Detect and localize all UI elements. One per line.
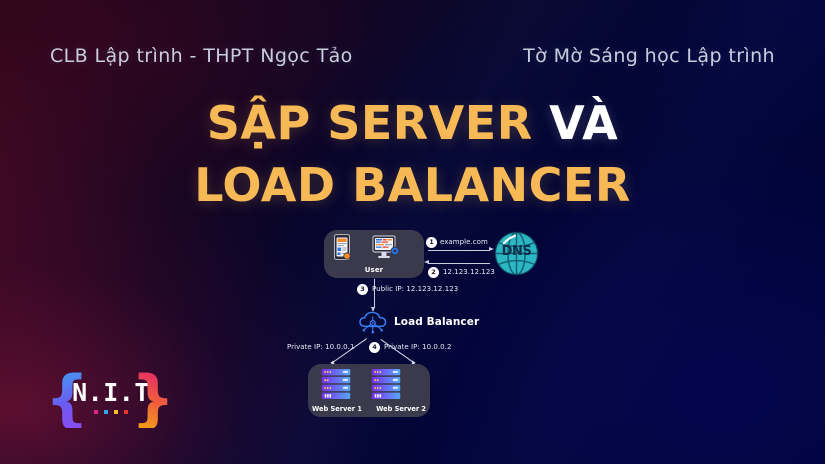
- server-rack-icon: [371, 369, 401, 399]
- arrow-user-to-lb-line: [373, 279, 375, 308]
- step-3-label: Public IP: 12.123.12.123: [372, 285, 459, 293]
- web-server-1-label: Web Server 1: [312, 405, 362, 413]
- desktop-monitor-icon: [372, 235, 400, 258]
- logo-dot: [114, 410, 118, 414]
- load-balancer-label: Load Balancer: [394, 316, 480, 328]
- header-left-text: CLB Lập trình - THPT Ngọc Tảo: [50, 45, 353, 67]
- logo-dot: [124, 410, 128, 414]
- step-badge-4: 4: [369, 342, 380, 353]
- step-1-label: example.com: [440, 238, 488, 246]
- step-badge-1: 1: [426, 237, 437, 248]
- arrow-user-to-dns-line: [428, 250, 490, 251]
- page-title: SẬP SERVER VÀ LOAD BALANCER: [0, 92, 825, 216]
- logo-brace-left: {: [45, 362, 90, 435]
- logo-brace-right: }: [130, 362, 175, 435]
- dns-label: DNS: [501, 244, 532, 259]
- logo-dot: [104, 410, 108, 414]
- arrow-dns-to-user-line: [428, 263, 490, 264]
- step-2-label: 12.123.12.123: [443, 268, 495, 276]
- title-line-2: LOAD BALANCER: [194, 158, 631, 212]
- title-part-gold: SẬP SERVER: [206, 96, 550, 150]
- step-badge-3: 3: [357, 284, 368, 295]
- title-line-1: SẬP SERVER VÀ: [0, 92, 825, 154]
- globe-icon: [494, 231, 539, 276]
- web-servers-panel: Web Server 1 Web Server 2: [308, 364, 430, 417]
- logo-text: N.I.T: [72, 378, 150, 407]
- web-server-2-label: Web Server 2: [376, 405, 426, 413]
- smartphone-icon: [334, 234, 350, 260]
- architecture-diagram: User: [280, 222, 575, 422]
- arrow-user-to-lb-head: [370, 307, 375, 312]
- logo-dot: [94, 410, 98, 414]
- private-ip-left-label: Private IP: 10.0.0.1: [287, 343, 355, 351]
- user-panel-label: User: [364, 266, 384, 274]
- nit-logo: { N.I.T }: [45, 362, 175, 435]
- server-rack-icon: [321, 369, 351, 399]
- private-ip-right-label: Private IP: 10.0.0.2: [384, 343, 452, 351]
- step-badge-2: 2: [428, 267, 439, 278]
- arrow-user-to-dns-head: [489, 247, 494, 252]
- title-part-white: VÀ: [549, 96, 619, 150]
- cloud-network-icon: [359, 311, 387, 334]
- header-row: CLB Lập trình - THPT Ngọc Tảo Tờ Mờ Sáng…: [0, 45, 825, 67]
- logo-dots: [73, 410, 149, 414]
- arrow-dns-to-user-head: [424, 260, 429, 265]
- header-right-text: Tờ Mờ Sáng học Lập trình: [523, 45, 775, 67]
